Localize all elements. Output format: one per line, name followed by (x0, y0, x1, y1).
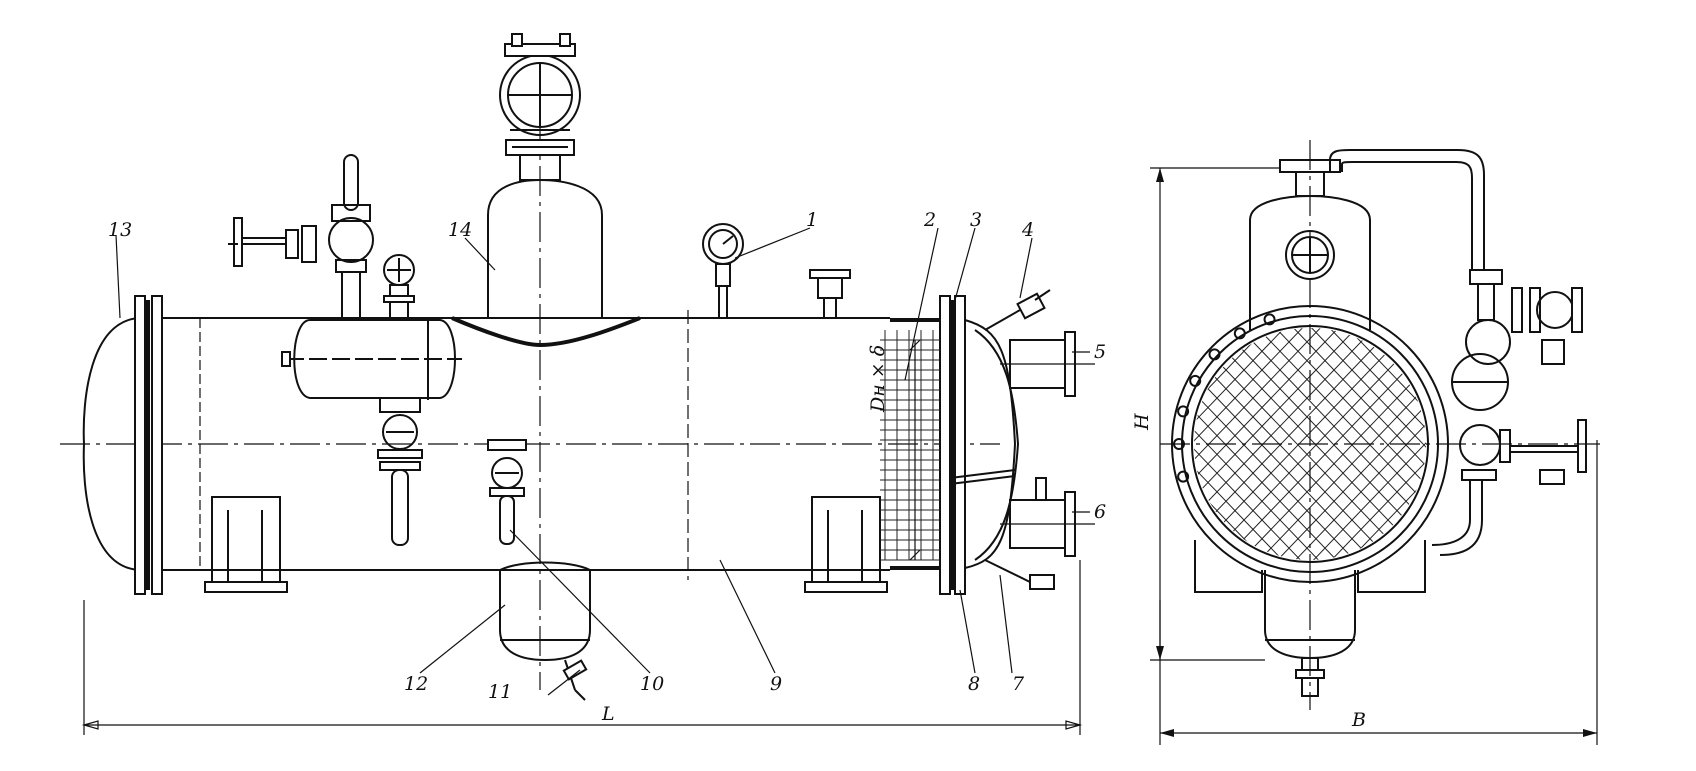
callout-4: 4 (1021, 219, 1034, 241)
saddle-support-left (204, 496, 288, 593)
drum-bottom-valve (377, 397, 423, 546)
callout-10: 10 (640, 673, 664, 695)
callout-1: 1 (806, 209, 818, 231)
callout-2: 2 (923, 209, 936, 231)
end-support-right (1357, 540, 1426, 593)
separator-drum (281, 318, 462, 400)
left-head (82, 317, 141, 571)
callout-11: 11 (488, 681, 512, 703)
length-label: L (601, 703, 615, 725)
callout-12: 12 (404, 673, 428, 695)
top-left-valve (228, 154, 374, 321)
tube-dimension: Dн × δ (867, 339, 921, 561)
callout-13: 13 (108, 219, 132, 241)
bottom-drain-7 (984, 559, 1055, 590)
valve-10 (487, 439, 527, 545)
callout-3: 3 (970, 209, 982, 231)
top-nozzle-right (809, 269, 851, 319)
left-flange (134, 295, 146, 595)
callout-6: 6 (1094, 501, 1106, 523)
tube-spec-label: Dн × δ (867, 345, 889, 413)
end-view-valves (1431, 269, 1587, 556)
manometer-1 (702, 223, 744, 319)
width-label: B (1351, 709, 1366, 731)
callout-8: 8 (968, 673, 980, 695)
nozzle-6 (1000, 477, 1095, 557)
length-dimension: L (81, 560, 1083, 735)
height-dimension: H (1131, 167, 1280, 661)
end-view: H B (1131, 140, 1600, 745)
tube-sheet (890, 295, 966, 595)
width-dimension: B (1159, 440, 1598, 745)
air-vent-4 (984, 289, 1051, 331)
nozzle-5 (1000, 331, 1095, 397)
end-support-left (1194, 540, 1263, 593)
callout-9: 9 (770, 673, 782, 695)
drum-gauge-valve (383, 254, 415, 321)
callout-5: 5 (1094, 341, 1106, 363)
vapour-dome (451, 33, 641, 348)
callout-7: 7 (1012, 673, 1025, 695)
bolt-holes (1173, 313, 1276, 483)
drain-valve-11 (562, 659, 588, 701)
saddle-support-right (804, 496, 888, 593)
callout-14: 14 (448, 219, 472, 241)
drain-pot-12 (499, 561, 591, 662)
side-view: Dн × δ L 1 2 3 4 5 6 7 8 9 10 11 12 13 1… (60, 33, 1106, 735)
water-chamber-cover (949, 319, 1020, 569)
bypass-pipe (1329, 149, 1485, 270)
leader-lines (115, 227, 1090, 696)
height-label: H (1131, 413, 1153, 431)
tube-bundle (880, 330, 940, 561)
